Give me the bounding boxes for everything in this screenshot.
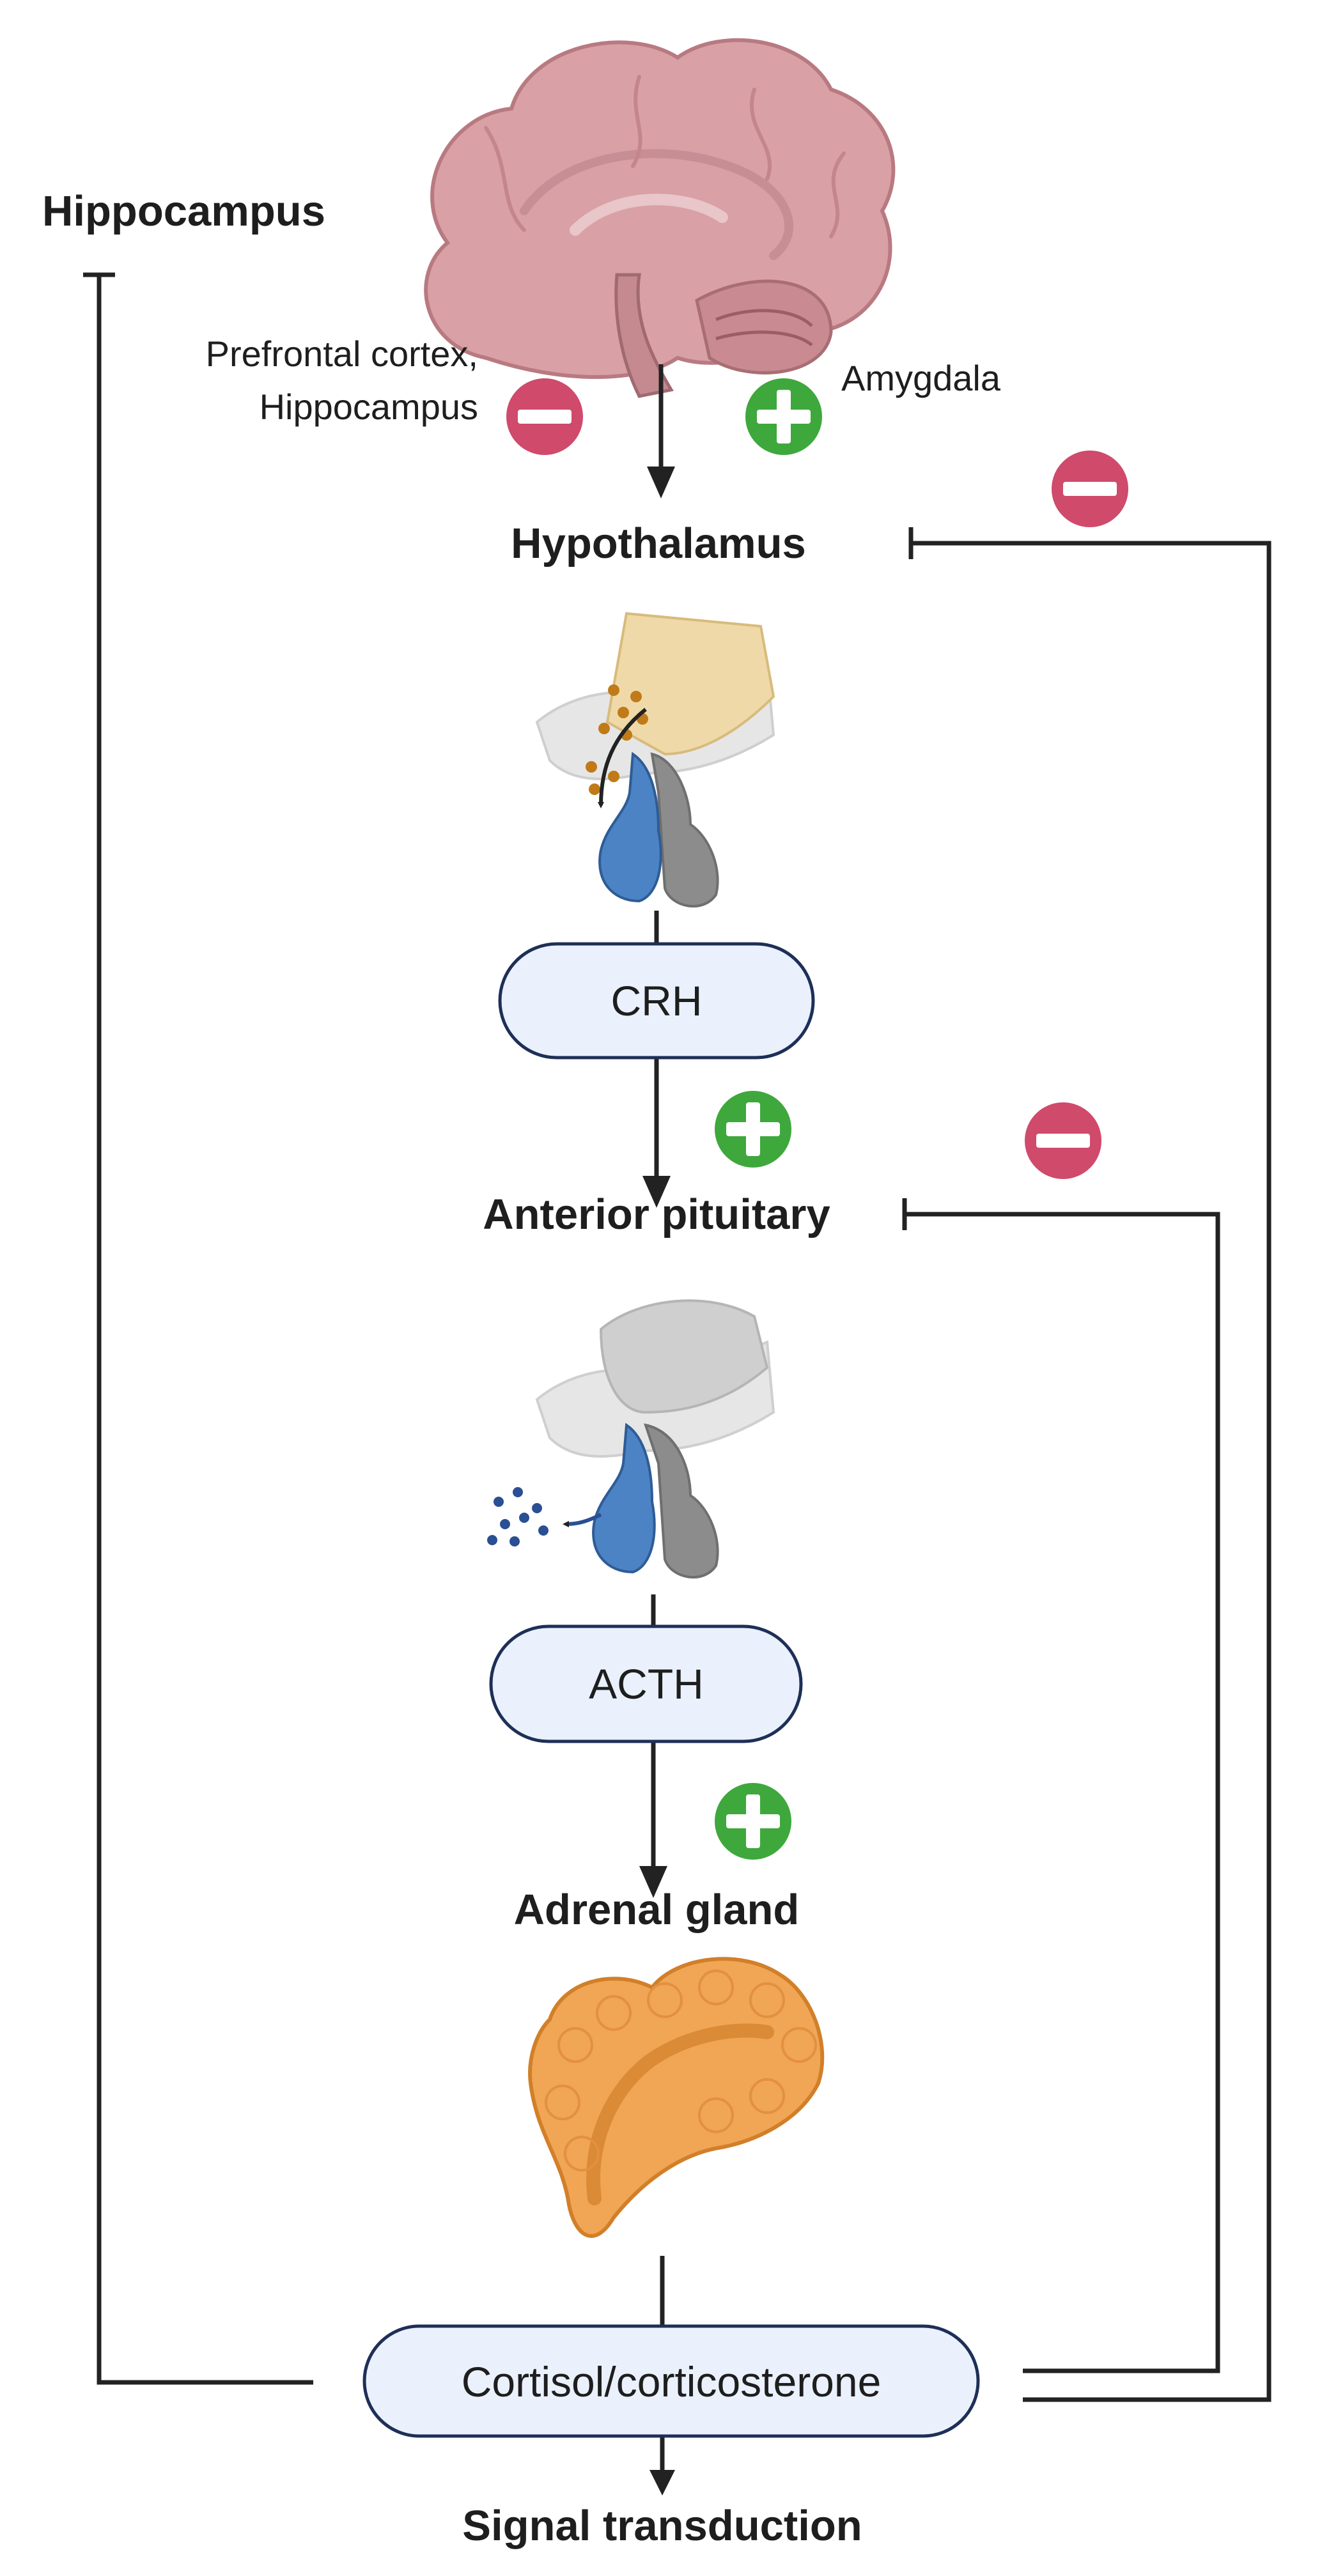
cortisol-box: [362, 2324, 980, 2438]
hypothalamus-pituitary-icon: [535, 612, 775, 907]
cortisol-box-label: Cortisol/corticosterone: [461, 2358, 882, 2405]
minus-sign-hypothalamus-feedback: [1052, 451, 1128, 527]
inhibitors-label-line2: Hippocampus: [259, 387, 478, 427]
crh-box: [498, 942, 815, 1060]
pituitary-feedback-line: [905, 1212, 1220, 2373]
crh-box-label: CRH: [610, 977, 703, 1024]
adrenal-gland-label: Adrenal gland: [513, 1886, 800, 1934]
arrowhead-signal: [649, 2470, 675, 2495]
amygdala-label: Amygdala: [841, 358, 1001, 398]
arrowhead-pituitary: [642, 1176, 671, 1208]
hypothalamus-label: Hypothalamus: [511, 520, 806, 567]
hippocampus-label: Hippocampus: [42, 187, 325, 235]
minus-sign-inhibitors: [506, 378, 583, 455]
arrowhead-adrenal: [639, 1866, 667, 1898]
hippocampus-feedback-line: [97, 275, 313, 2385]
plus-sign-acth: [715, 1783, 791, 1860]
anterior-pituitary-label: Anterior pituitary: [483, 1191, 830, 1238]
arrowhead-hypothalamus: [647, 467, 675, 498]
brain-icon: [424, 38, 896, 398]
pituitary-icon: [487, 1299, 775, 1578]
acth-box: [489, 1624, 803, 1743]
connector-lines: [83, 272, 1271, 2473]
plus-sign-crh: [715, 1091, 791, 1168]
hypothalamus-feedback-line: [911, 541, 1271, 2402]
acth-box-label: ACTH: [589, 1660, 704, 1708]
inhibitors-label-line1: Prefrontal cortex,: [205, 334, 478, 374]
arrowheads: [639, 467, 675, 2495]
minus-sign-pituitary-feedback: [1025, 1102, 1101, 1179]
plus-sign-amygdala: [745, 378, 822, 455]
signal-transduction-label: Signal transduction: [462, 2502, 862, 2550]
adrenal-gland-icon: [528, 1957, 825, 2238]
